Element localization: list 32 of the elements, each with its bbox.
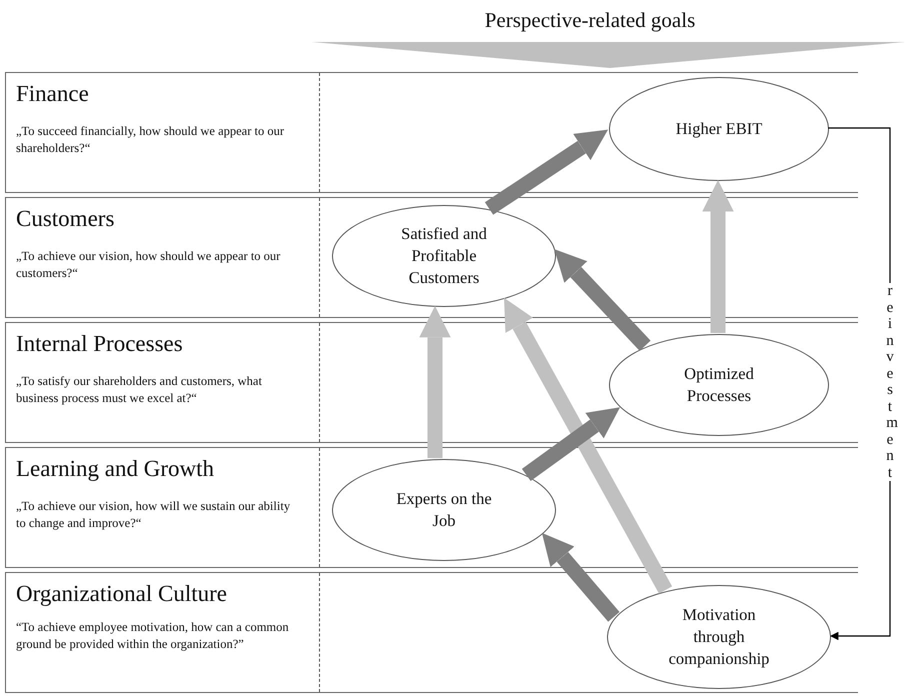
perspective-question: „To achieve our vision, how will we sustain our ability to change and improve?“ (16, 498, 292, 532)
perspective-band (5, 322, 858, 443)
perspective-heading: Learning and Growth (16, 456, 214, 482)
perspective-band (5, 197, 858, 318)
perspective-question: „To succeed financially, how should we appear to our shareholders?“ (16, 123, 286, 157)
goal-ellipse (332, 459, 556, 561)
perspective-heading: Internal Processes (16, 331, 183, 357)
goal-ellipse (332, 205, 556, 307)
arrow (554, 249, 651, 351)
perspective-question: „To achieve our vision, how should we appear to our customers?“ (16, 248, 282, 282)
perspective-heading: Organizational Culture (16, 581, 227, 607)
perspective-heading: Finance (16, 81, 89, 107)
goal-ellipse (609, 334, 829, 436)
diagram-title: Perspective-related goals (484, 8, 696, 33)
goal-text: Higher EBIT (674, 118, 764, 140)
perspective-band (5, 572, 858, 693)
arrow (542, 532, 620, 622)
perspective-question: “To achieve employee motivation, how can a common ground be provided within the organization?” (16, 619, 290, 653)
perspective-question: „To satisfy our shareholders and customers, what business process must we excel at?“ (16, 373, 263, 407)
perspective-band (5, 72, 858, 193)
goal-text: Optimized Processes (683, 363, 755, 407)
goal-text: Motivation through companionship (668, 604, 770, 670)
goal-ellipse (609, 77, 829, 181)
arrow (504, 298, 672, 594)
perspective-heading: Customers (16, 206, 114, 232)
perspective-band (5, 447, 858, 568)
goal-text: Experts on the Job (395, 488, 493, 532)
arrow (702, 180, 734, 333)
goal-text: Satisfied and Profitable Customers (400, 223, 488, 289)
arrow (419, 306, 451, 458)
goal-ellipse (607, 585, 831, 689)
arrow (484, 130, 608, 215)
